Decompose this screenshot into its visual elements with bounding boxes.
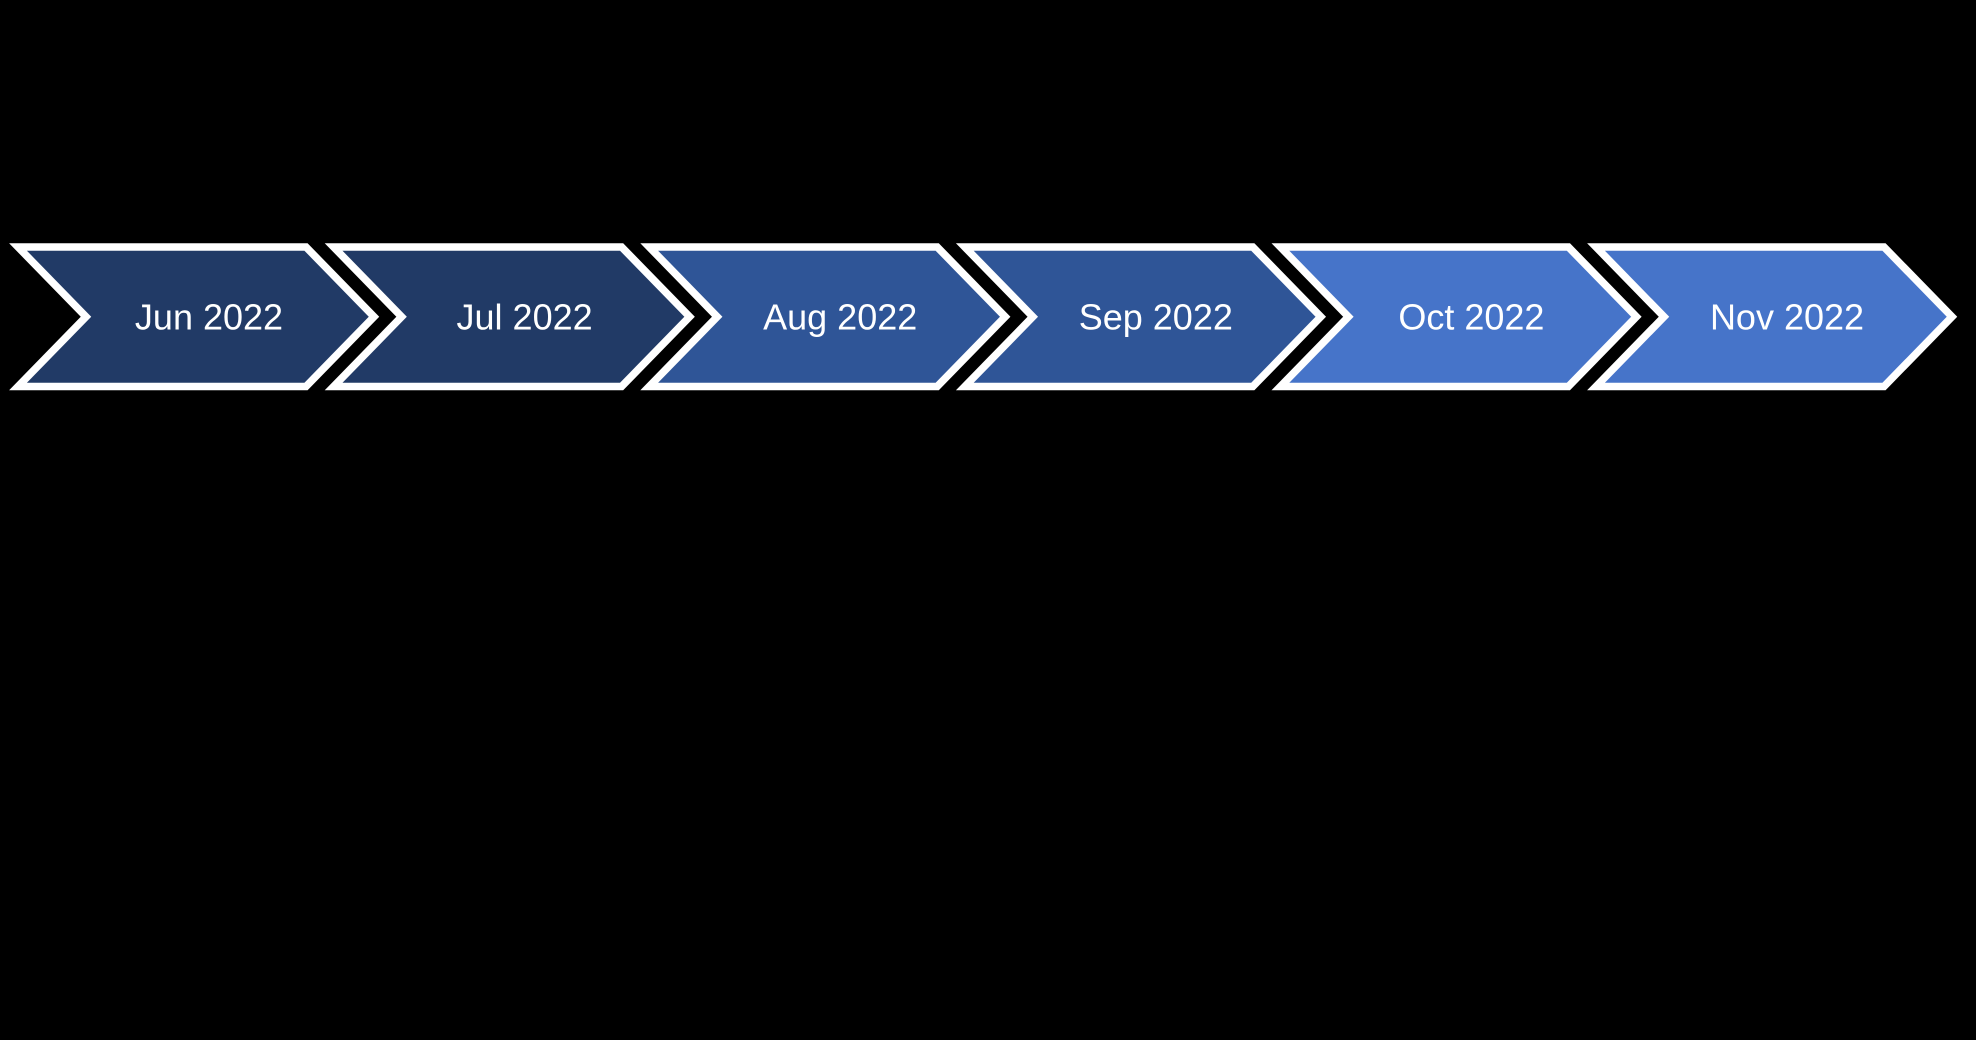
timeline-item: Jul 2022 <box>324 243 695 391</box>
timeline-item: Sep 2022 <box>955 243 1327 391</box>
timeline-item: Nov 2022 <box>1587 243 1958 391</box>
chevron-shape <box>955 243 1327 391</box>
timeline-item-label: Jun 2022 <box>135 297 283 338</box>
timeline-item-label: Aug 2022 <box>763 297 917 338</box>
chevron-shape <box>9 243 380 391</box>
timeline-item-label: Nov 2022 <box>1710 297 1864 338</box>
timeline-item: Aug 2022 <box>640 243 1011 391</box>
chevron-shape <box>1271 243 1642 391</box>
chevron-shape <box>640 243 1011 391</box>
timeline-item: Oct 2022 <box>1271 243 1642 391</box>
timeline-item-label: Jul 2022 <box>457 297 593 338</box>
chevron-shape <box>324 243 695 391</box>
timeline-item-label: Oct 2022 <box>1398 297 1544 338</box>
timeline-item-label: Sep 2022 <box>1079 297 1233 338</box>
timeline-item: Jun 2022 <box>9 243 380 391</box>
chevron-shape <box>1587 243 1958 391</box>
